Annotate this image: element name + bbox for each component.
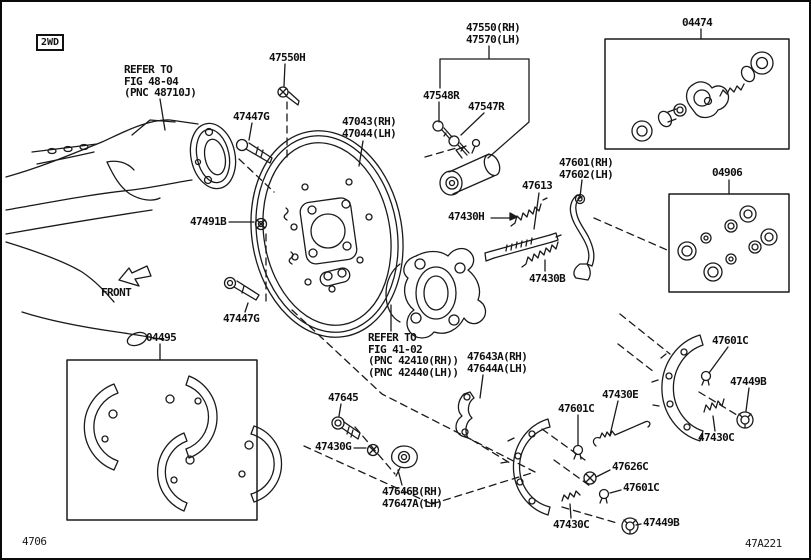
lever-47643a-drawing (455, 391, 475, 439)
leader-lines (159, 28, 750, 526)
brake-shoe-right-drawing (651, 334, 704, 442)
part-label-47547r[interactable]: 47547R (468, 100, 505, 113)
grommet-47449b-1-drawing (736, 411, 754, 429)
part-label-04495[interactable]: 04495 (146, 331, 177, 344)
seal-kit-box (668, 193, 790, 293)
axle-hub-drawing (385, 247, 487, 339)
bleeder-plug-drawing (432, 120, 470, 156)
part-label-47550-47570[interactable]: 47550(RH) 47570(LH) (466, 21, 521, 46)
part-label-47643a-47644a[interactable]: 47643A(RH) 47644A(LH) (467, 350, 528, 375)
part-label-47601c-1[interactable]: 47601C (712, 334, 749, 347)
part-label-47447g-top[interactable]: 47447G (233, 110, 270, 123)
brake-shoe-bottom-drawing (500, 418, 551, 516)
bolt-47447g-bottom-drawing (223, 276, 260, 301)
shoe-kit-box (66, 359, 258, 521)
part-label-47430c-2[interactable]: 47430C (553, 518, 590, 531)
part-label-47626c[interactable]: 47626C (612, 460, 649, 473)
nut-47491b-drawing (254, 217, 268, 231)
part-label-47601c-3[interactable]: 47601C (623, 481, 660, 494)
wheel-cylinder-kit-box (604, 38, 790, 150)
shoe-kit-parts (83, 375, 283, 512)
adjuster-strut-drawing (484, 232, 559, 262)
part-label-04906[interactable]: 04906 (712, 166, 743, 179)
backing-plate-drawing (250, 130, 404, 338)
drive-type-badge: 2WD (36, 34, 65, 51)
seal-kit-parts (677, 205, 778, 282)
pin-47601c-3-drawing (598, 488, 610, 504)
screw-47550h-drawing (277, 86, 300, 106)
figure-code-left: 4706 (22, 535, 47, 548)
lever-47646b-drawing (390, 445, 418, 477)
pin-47601c-1-drawing (700, 370, 712, 386)
part-label-47601c-2[interactable]: 47601C (558, 402, 595, 415)
part-label-47430b[interactable]: 47430B (529, 272, 566, 285)
washer-47430g-drawing (366, 443, 380, 457)
front-label: FRONT (101, 286, 132, 299)
part-label-47043-47044[interactable]: 47043(RH) 47044(LH) (342, 115, 397, 140)
part-label-47645[interactable]: 47645 (328, 391, 359, 404)
spring-47430b-drawing (521, 234, 562, 268)
bolt-47447g-top-drawing (235, 138, 273, 164)
spring-47430e-drawing (592, 420, 651, 447)
part-label-04474[interactable]: 04474 (682, 16, 713, 29)
part-label-47550h[interactable]: 47550H (269, 51, 306, 64)
part-label-47548r[interactable]: 47548R (423, 89, 460, 102)
front-arrow-icon (118, 265, 152, 287)
part-label-47449b-1[interactable]: 47449B (730, 375, 767, 388)
wheel-cylinder-drawing (439, 138, 501, 196)
part-label-47491b[interactable]: 47491B (190, 215, 227, 228)
part-label-47646b-47647a[interactable]: 47646B(RH) 47647A(LH) (382, 485, 443, 510)
bolt-47645-drawing (331, 416, 361, 440)
part-label-47613[interactable]: 47613 (522, 179, 553, 192)
figure-code-right: 47A221 (745, 537, 782, 550)
refer-note-fig48-04: REFER TO FIG 48-04 (PNC 48710J) (124, 63, 197, 99)
axle-beam-drawing (5, 119, 237, 347)
spring-47430h-drawing (510, 197, 548, 227)
refer-note-fig41-02: REFER TO FIG 41-02 (PNC 42410(RH)) (PNC … (368, 331, 459, 379)
part-label-47449b-2[interactable]: 47449B (643, 516, 680, 529)
part-label-47430g[interactable]: 47430G (315, 440, 352, 453)
washer-47626c-drawing (583, 471, 597, 485)
spring-47430c-2-drawing (561, 490, 581, 502)
wheel-cylinder-kit-parts (631, 51, 774, 142)
part-label-47447g-bottom[interactable]: 47447G (223, 312, 260, 325)
parking-lever-drawing (569, 193, 595, 281)
grommet-47449b-2-drawing (621, 517, 639, 535)
part-label-47430e[interactable]: 47430E (602, 388, 639, 401)
assembly-dashed-lines (238, 101, 738, 524)
part-label-47430h[interactable]: 47430H (448, 210, 485, 223)
part-label-47601-47602[interactable]: 47601(RH) 47602(LH) (559, 156, 614, 181)
part-label-47430c-1[interactable]: 47430C (698, 431, 735, 444)
